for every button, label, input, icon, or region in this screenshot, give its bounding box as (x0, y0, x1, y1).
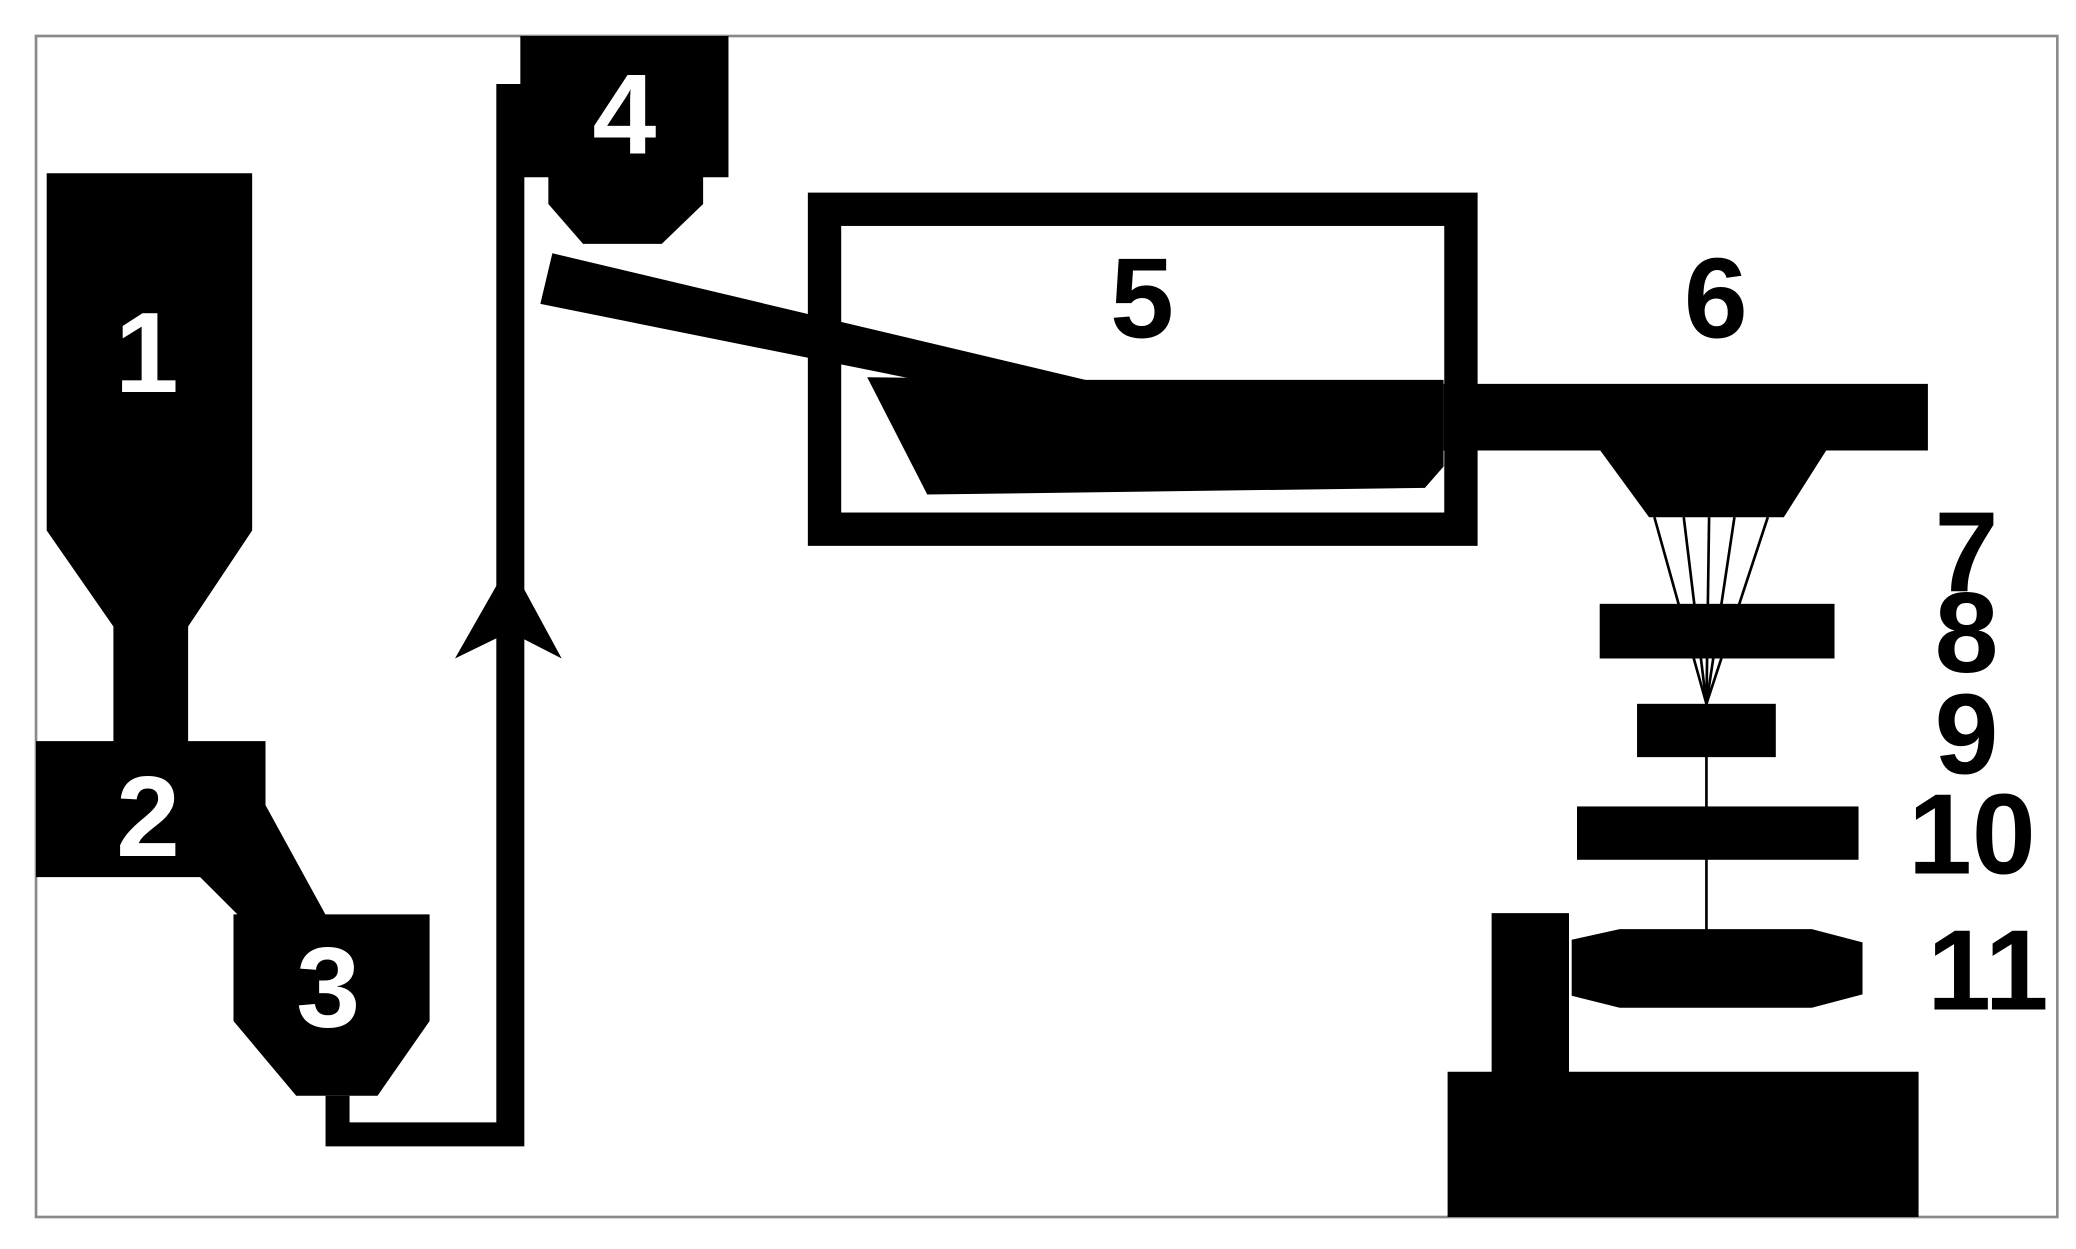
inclined-chute (540, 253, 1097, 416)
label-1: 1 (115, 289, 179, 417)
forehearth-6 (1443, 383, 1928, 451)
label-3: 3 (296, 924, 360, 1052)
gathering-shoe-9 (1637, 703, 1776, 758)
traverse-10 (1577, 806, 1859, 860)
label-4: 4 (592, 51, 656, 179)
melt-bath (867, 377, 1444, 495)
label-8: 8 (1935, 569, 1999, 697)
mixer-2 (36, 741, 327, 918)
label-9: 9 (1935, 670, 1999, 798)
bushing (1598, 447, 1828, 518)
flow-arrow (454, 562, 562, 659)
conveying-line (325, 83, 525, 1147)
label-5: 5 (1110, 235, 1174, 363)
hopper-3 (233, 914, 430, 1096)
winder-collet-11 (1571, 929, 1863, 1008)
label-10: 10 (1908, 770, 2036, 898)
label-11: 11 (1927, 906, 2048, 1034)
label-2: 2 (116, 753, 180, 881)
winder-body (1447, 913, 1919, 1218)
furnace-frame-5 (807, 192, 1478, 546)
sizing-applicator-8 (1599, 603, 1835, 659)
label-7: 7 (1935, 488, 1999, 616)
silo-1 (46, 173, 253, 747)
feed-hopper-4 (520, 35, 729, 244)
label-6: 6 (1684, 235, 1748, 363)
